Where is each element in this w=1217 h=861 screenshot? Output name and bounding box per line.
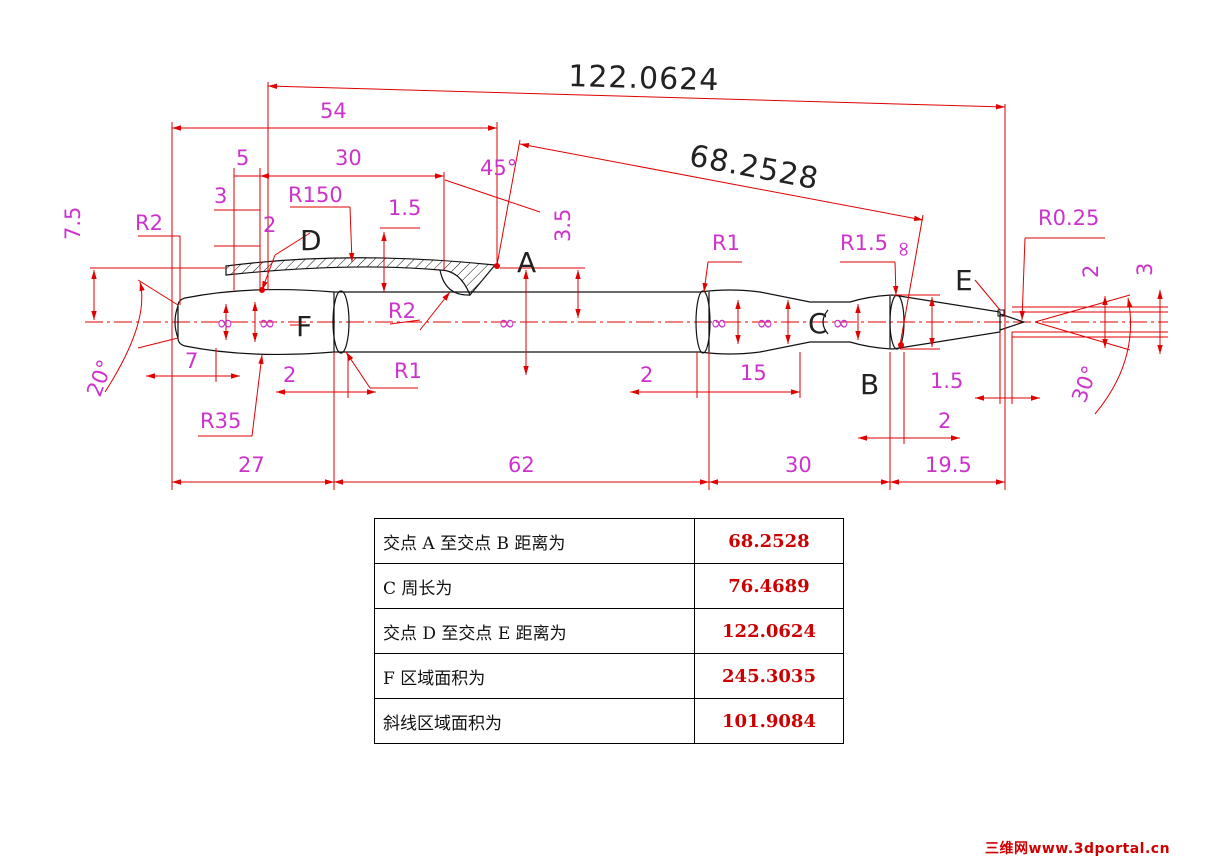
dim-7: 7 bbox=[185, 349, 198, 373]
dim-45-angle: 45° bbox=[480, 156, 517, 180]
infinity-symbol: ∞ bbox=[258, 311, 276, 335]
dim-15: 15 bbox=[740, 361, 767, 385]
dim-r1-left: R1 bbox=[394, 359, 422, 383]
dim-27: 27 bbox=[238, 453, 265, 477]
infinity-symbol: ∞ bbox=[710, 311, 728, 335]
watermark: 三维网www.3dportal.cn bbox=[985, 841, 1171, 857]
row-label: C 周长为 bbox=[374, 563, 695, 609]
dim-30: 30 bbox=[335, 146, 362, 170]
table-row: 交点 A 至交点 B 距离为 68.2528 bbox=[374, 518, 844, 564]
infinity-symbol: ∞ bbox=[498, 311, 516, 335]
dim-2-top: 2 bbox=[263, 213, 276, 237]
label-c: C bbox=[808, 307, 828, 340]
dim-r150: R150 bbox=[288, 183, 343, 207]
dim-30-angle: 30° bbox=[1067, 363, 1102, 406]
label-d: D bbox=[300, 224, 322, 257]
dim-3: 3 bbox=[214, 184, 227, 208]
dim-overall-de: 122.0624 bbox=[568, 59, 720, 98]
dim-3-tip: 3 bbox=[1133, 263, 1157, 276]
dim-62: 62 bbox=[508, 453, 535, 477]
dim-7-5: 7.5 bbox=[61, 207, 85, 240]
dim-30-bottom: 30 bbox=[785, 453, 812, 477]
dim-5: 5 bbox=[236, 146, 249, 170]
table-row: F 区域面积为 245.3035 bbox=[374, 653, 844, 699]
dim-r35: R35 bbox=[200, 409, 241, 433]
dim-r1-right: R1 bbox=[712, 231, 740, 255]
table-row: 交点 D 至交点 E 距离为 122.0624 bbox=[374, 608, 844, 654]
collar-1 bbox=[332, 290, 350, 354]
label-e: E bbox=[955, 264, 973, 297]
dim-54: 54 bbox=[320, 99, 347, 123]
table-row: 斜线区域面积为 101.9084 bbox=[374, 698, 844, 744]
dim-2-bottom: 2 bbox=[938, 409, 951, 433]
dimension-lines bbox=[90, 82, 1168, 490]
dim-r0-25: R0.25 bbox=[1038, 206, 1099, 230]
dim-2-f: 2 bbox=[283, 363, 296, 387]
dim-2-mid: 2 bbox=[640, 363, 653, 387]
row-label: F 区域面积为 bbox=[374, 653, 695, 699]
dim-2-tip: 2 bbox=[1079, 265, 1103, 278]
dim-r2-left: R2 bbox=[135, 211, 163, 235]
results-table: 交点 A 至交点 B 距离为 68.2528 C 周长为 76.4689 交点 … bbox=[374, 518, 844, 744]
intersection-points bbox=[259, 263, 1005, 348]
dim-20-angle: 20° bbox=[82, 357, 117, 400]
hatched-region bbox=[225, 257, 497, 297]
row-value: 101.9084 bbox=[694, 698, 844, 744]
label-b: B bbox=[860, 368, 879, 401]
dim-1-5-right: 1.5 bbox=[930, 369, 963, 393]
label-f: F bbox=[296, 310, 312, 343]
row-value: 122.0624 bbox=[694, 608, 844, 654]
dim-3-5: 3.5 bbox=[551, 209, 575, 242]
row-value: 245.3035 bbox=[694, 653, 844, 699]
row-value: 76.4689 bbox=[694, 563, 844, 609]
dim-19-5: 19.5 bbox=[925, 453, 972, 477]
infinity-symbol: ∞ bbox=[216, 311, 234, 335]
infinity-symbol: ∞ bbox=[756, 311, 774, 335]
row-label: 交点 D 至交点 E 距离为 bbox=[374, 608, 695, 654]
infinity-symbol: ∞ bbox=[832, 311, 850, 335]
infinity-symbol: ∞ bbox=[891, 241, 915, 259]
dim-r1-5: R1.5 bbox=[840, 231, 888, 255]
label-a: A bbox=[517, 246, 536, 279]
table-row: C 周长为 76.4689 bbox=[374, 563, 844, 609]
row-label: 交点 A 至交点 B 距离为 bbox=[374, 518, 695, 564]
dim-1-5-top: 1.5 bbox=[388, 196, 421, 220]
row-value: 68.2528 bbox=[694, 518, 844, 564]
row-label: 斜线区域面积为 bbox=[374, 698, 695, 744]
dim-r2-mid: R2 bbox=[388, 299, 416, 323]
